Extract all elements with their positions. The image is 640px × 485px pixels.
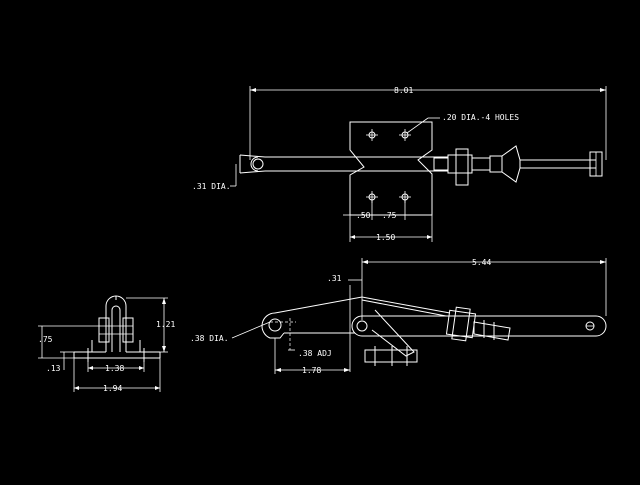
label-holes: .20 DIA.-4 HOLES — [442, 113, 519, 122]
dim-reach: 5.44 — [472, 258, 491, 267]
dim-end-lower: .13 — [46, 364, 61, 373]
dim-offset: .31 — [327, 274, 342, 283]
end-view: 1.21 .75 .13 1.38 1.94 — [38, 295, 175, 393]
top-view: 8.01 .20 DIA.-4 HOLES .31 DIA. — [192, 86, 607, 242]
dim-end-width: 1.94 — [103, 384, 122, 393]
dim-hole-spacing: .50 — [356, 211, 371, 220]
dim-end-upper: .75 — [38, 335, 53, 344]
dim-base-width: 1.50 — [376, 233, 395, 242]
side-view: 5.44 .31 .38 DIA. — [190, 258, 607, 375]
mounting-holes — [366, 129, 411, 203]
dim-end-inner: 1.38 — [105, 364, 124, 373]
handle-arm — [274, 296, 451, 314]
link-bar — [351, 315, 607, 337]
dim-end-height: 1.21 — [156, 320, 175, 329]
label-pivot-dia: .38 DIA. — [190, 334, 229, 343]
label-rod-dia: .31 DIA. — [192, 182, 231, 191]
dim-slot-width: .75 — [382, 211, 397, 220]
base-plate — [349, 121, 433, 216]
dim-pivot-dist: 1.78 — [302, 366, 321, 375]
dim-adj: .38 ADJ — [298, 349, 332, 358]
dim-overall-length: 8.01 — [394, 86, 413, 95]
